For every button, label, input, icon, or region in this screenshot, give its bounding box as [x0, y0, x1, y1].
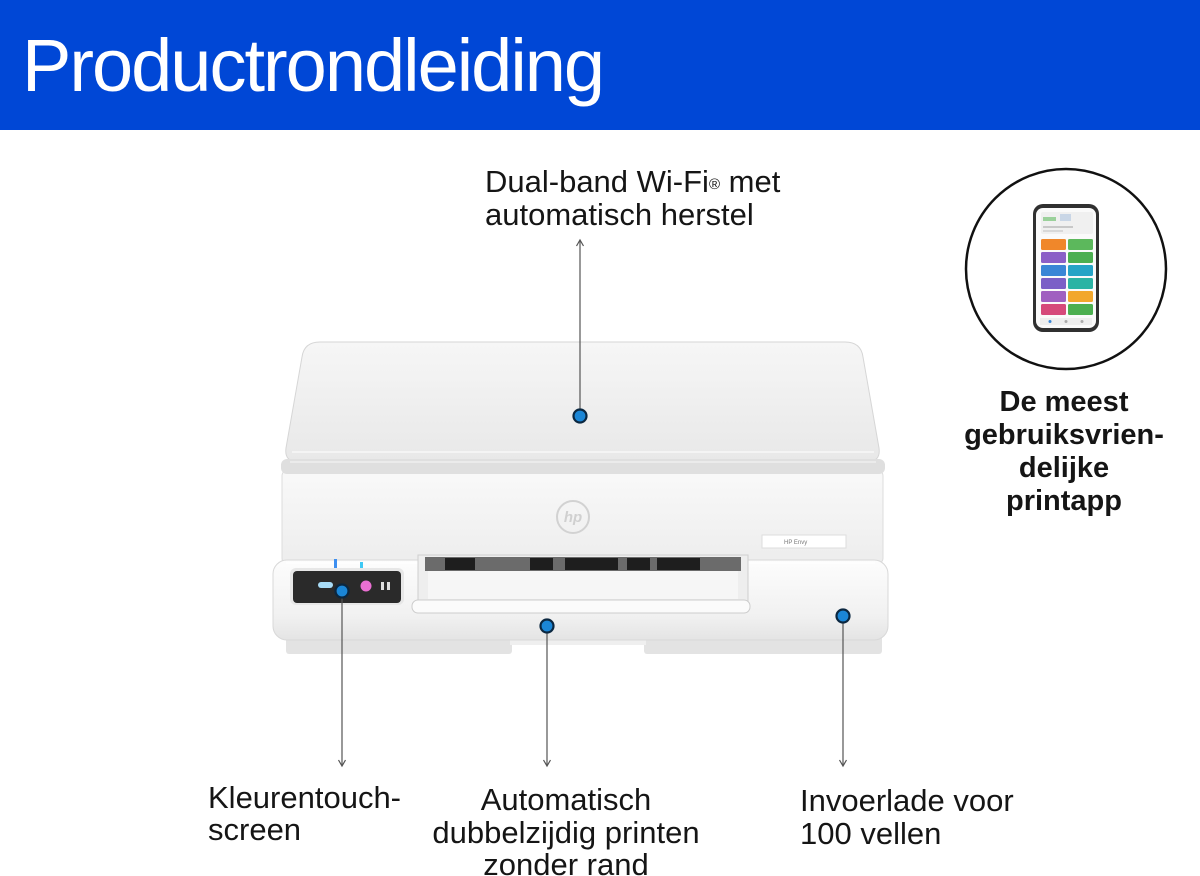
duplex-marker [539, 618, 555, 634]
output-tray [411, 554, 751, 614]
app-tile [1068, 278, 1093, 289]
wifi-pointer-arrowhead [575, 238, 585, 247]
printer-illustration: hp HP Envy [272, 341, 889, 654]
output-slot-roller-1 [445, 558, 475, 570]
output-slot-roller-2 [530, 558, 553, 570]
touchscreen-icon-photo [360, 580, 372, 592]
wifi-callout: Dual-band Wi-Fi® met automatisch herstel [485, 165, 780, 231]
duplex-callout-line: Automatisch [480, 782, 652, 817]
app-callout-line: De meest [999, 386, 1129, 418]
input-tray-callout-line: Invoerlade voor [800, 783, 1014, 818]
wifi-pointer [572, 238, 588, 424]
wifi-callout-line-1: Dual-band Wi-Fi® met [485, 165, 780, 198]
indicator-light-wifi [334, 559, 337, 569]
app-tile [1041, 291, 1066, 302]
app-header-line-1 [1043, 226, 1073, 228]
app-tile [1041, 265, 1066, 276]
touchscreen-callout-line: Kleurentouch- [208, 780, 402, 815]
printer-body [281, 469, 884, 565]
header-banner: Productrondleiding [0, 0, 1200, 130]
output-slot-roller-3 [565, 558, 618, 570]
touchscreen-icon-menu [381, 582, 384, 590]
smartphone [1033, 204, 1099, 332]
input-tray-pointer [835, 608, 851, 768]
hp-logo-ring [556, 500, 590, 534]
touchscreen-icon-copy [318, 582, 333, 588]
wifi-marker [572, 408, 588, 424]
app-header-line-2 [1043, 230, 1063, 232]
app-nav-settings-icon [1080, 320, 1084, 323]
output-slot-roller-4 [627, 558, 650, 570]
input-tray-callout-line: 100 vellen [800, 816, 942, 851]
wifi-callout-text: Dual-band Wi-Fi [485, 164, 709, 199]
hp-logo: hp [556, 500, 590, 534]
printer-lid [285, 341, 880, 463]
app-tile [1068, 239, 1093, 250]
app-tile [1041, 239, 1066, 250]
wifi-callout-line-2: automatisch herstel [485, 197, 754, 232]
app-header-printer-thumb [1060, 214, 1071, 221]
app-callout-line: gebruiksvrien- [964, 419, 1164, 451]
app-tile [1068, 252, 1093, 263]
input-tray-marker [835, 608, 851, 624]
app-tile [1041, 278, 1066, 289]
output-tray-surface [428, 571, 738, 599]
model-label: HP Envy [761, 534, 847, 549]
app-badge [964, 167, 1168, 371]
model-label-text: HP Envy [784, 540, 807, 546]
indicator-light-status [360, 562, 363, 572]
registered-mark: ® [708, 176, 721, 193]
touchscreen-callout: Kleurentouch- screen [208, 782, 401, 846]
app-callout: De meest gebruiksvrien- delijke printapp [954, 386, 1174, 518]
input-tray-callout: Invoerlade voor 100 vellen [800, 784, 1014, 850]
duplex-pointer [539, 618, 555, 768]
touchscreen-icon-info [387, 582, 390, 590]
app-tile [1068, 291, 1093, 302]
touchscreen-pointer [334, 583, 350, 768]
app-callout-line: delijke [1018, 452, 1110, 484]
touchscreen-callout-line: screen [208, 812, 302, 847]
page-title: Productrondleiding [22, 24, 605, 107]
model-label-plate [761, 534, 847, 549]
app-tile [1068, 304, 1093, 315]
output-slot-roller-5 [657, 558, 700, 570]
output-tray-lip [411, 599, 751, 614]
duplex-callout-line: dubbelzijdig printen [432, 814, 700, 850]
app-nav-home-icon [1048, 320, 1052, 323]
app-tile [1068, 265, 1093, 276]
app-tile [1041, 252, 1066, 263]
app-header-graphic [1043, 217, 1056, 221]
hp-logo-text: hp [564, 509, 582, 526]
wifi-callout-text-after: met [720, 164, 781, 199]
app-tile [1041, 304, 1066, 315]
app-nav-scan-icon [1064, 320, 1068, 323]
duplex-callout: Automatisch dubbelzijdig printen zonder … [416, 782, 716, 876]
duplex-callout-line: zonder rand [483, 847, 649, 876]
app-callout-line: printapp [1006, 485, 1122, 517]
touchscreen-marker [334, 583, 350, 599]
input-tray-pointer-arrowhead [838, 759, 848, 768]
touchscreen-pointer-arrowhead [337, 759, 347, 768]
duplex-pointer-arrowhead [542, 759, 552, 768]
